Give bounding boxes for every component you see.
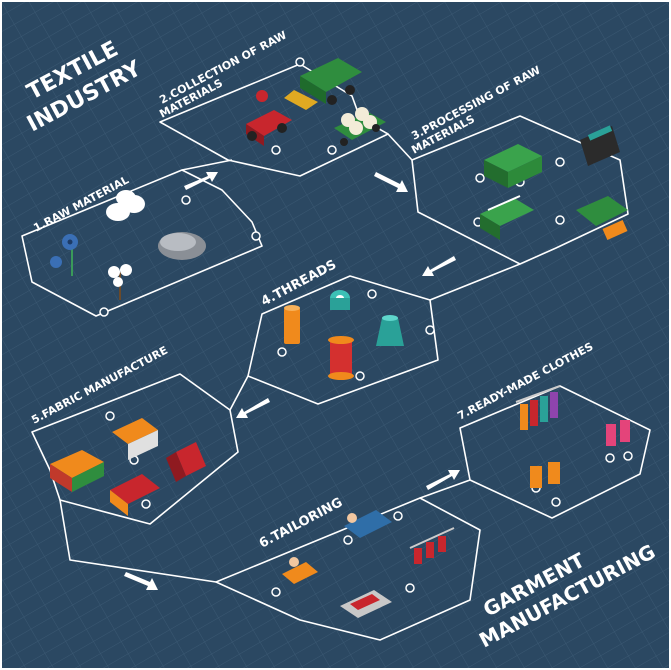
arrow-icon-2 bbox=[374, 172, 408, 192]
flow-line-3-4 bbox=[429, 263, 521, 301]
loom-machine-icon bbox=[112, 418, 158, 460]
processing-illustrations bbox=[480, 125, 628, 240]
flow-line-2-3 bbox=[387, 133, 413, 161]
flow-arrows bbox=[124, 172, 460, 590]
red-spool-icon bbox=[328, 336, 354, 380]
mannequin-pink-icon bbox=[606, 420, 630, 446]
flow-line-4-5 bbox=[229, 375, 249, 411]
clothes-rack-icon bbox=[515, 385, 561, 430]
cotton-bales-trailer-icon bbox=[334, 107, 386, 146]
arrow-icon-3 bbox=[422, 256, 456, 276]
weaving-loom-icon-1 bbox=[580, 125, 620, 166]
arrow-icon-1 bbox=[184, 172, 218, 190]
cotton-balls-icon bbox=[106, 190, 145, 221]
fabric-stack-icon bbox=[50, 450, 104, 492]
combine-harvester-icon bbox=[284, 58, 362, 110]
flax-flower-icon bbox=[50, 234, 78, 276]
teal-cone-icon bbox=[376, 315, 404, 346]
arrow-icon-6 bbox=[426, 470, 460, 490]
spinning-machine-icon-1 bbox=[484, 144, 542, 188]
garment-rack-icon bbox=[409, 527, 455, 564]
wool-pile-icon bbox=[158, 232, 206, 260]
fabric-cutting-table-icon bbox=[110, 474, 160, 516]
arrow-icon-4 bbox=[236, 398, 270, 418]
ready-made-illustrations bbox=[515, 385, 630, 488]
flow-line-1-2 bbox=[181, 159, 233, 171]
raw-material-illustrations bbox=[50, 190, 206, 300]
flow-line-6-7 bbox=[419, 479, 471, 499]
teal-bobbin-icon bbox=[330, 290, 350, 310]
fabric-illustrations bbox=[50, 418, 206, 516]
connector-nodes bbox=[99, 57, 633, 597]
sewing-station-icon bbox=[344, 510, 392, 538]
cotton-plant-icon bbox=[108, 264, 132, 300]
collection-illustrations bbox=[246, 58, 386, 146]
threads-illustrations bbox=[284, 290, 404, 380]
sewing-machine-table-icon bbox=[340, 590, 392, 618]
arrow-icon-5 bbox=[124, 572, 158, 590]
flow-line-5-6 bbox=[59, 499, 217, 583]
red-tractor-icon bbox=[246, 90, 292, 146]
spinning-machine-icon-2 bbox=[480, 195, 534, 240]
orange-spool-icon bbox=[284, 305, 300, 344]
carding-machine-icon bbox=[576, 196, 628, 240]
tailoring-illustrations bbox=[282, 510, 455, 618]
tailor-desk-icon bbox=[282, 557, 318, 584]
step-3-outline bbox=[411, 115, 629, 265]
mannequin-orange-icon bbox=[530, 462, 560, 488]
red-dyeing-machine-icon bbox=[166, 442, 206, 482]
